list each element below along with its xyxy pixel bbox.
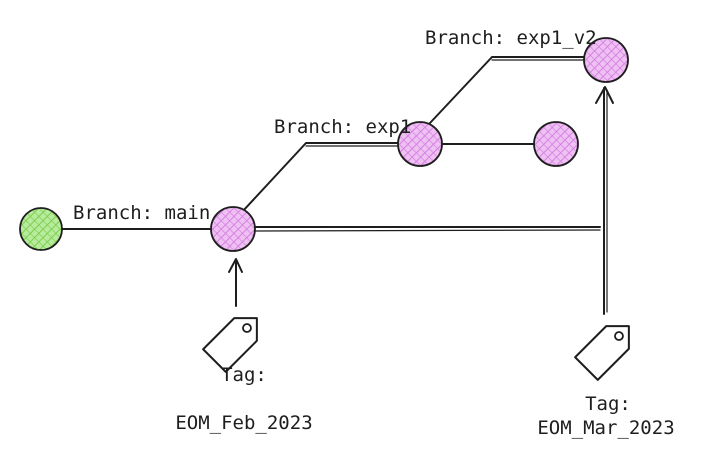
label-tag-feb-line1: Tag: [221,364,267,386]
tag-icon [574,325,630,381]
label-tag-mar-line2: EOM_Mar_2023 [537,417,674,439]
label-branch-exp1-v2: Branch: exp1_v2 [425,27,597,49]
commit-main-1 [210,206,256,252]
edge-branch-exp1 [241,142,398,213]
commit-exp1 [397,121,443,167]
edge-branch-exp1-v2 [429,56,586,124]
commit-exp1-v2 [583,37,629,83]
label-tag-feb-line2: EOM_Feb_2023 [175,412,312,434]
tag-icon [202,317,258,373]
label-branch-main: Branch: main [73,202,210,224]
commit-root [19,207,63,251]
commit-exp1-2 [533,121,579,167]
label-tag-mar-line1: Tag: [585,393,631,415]
label-branch-exp1: Branch: exp1 [274,116,411,138]
